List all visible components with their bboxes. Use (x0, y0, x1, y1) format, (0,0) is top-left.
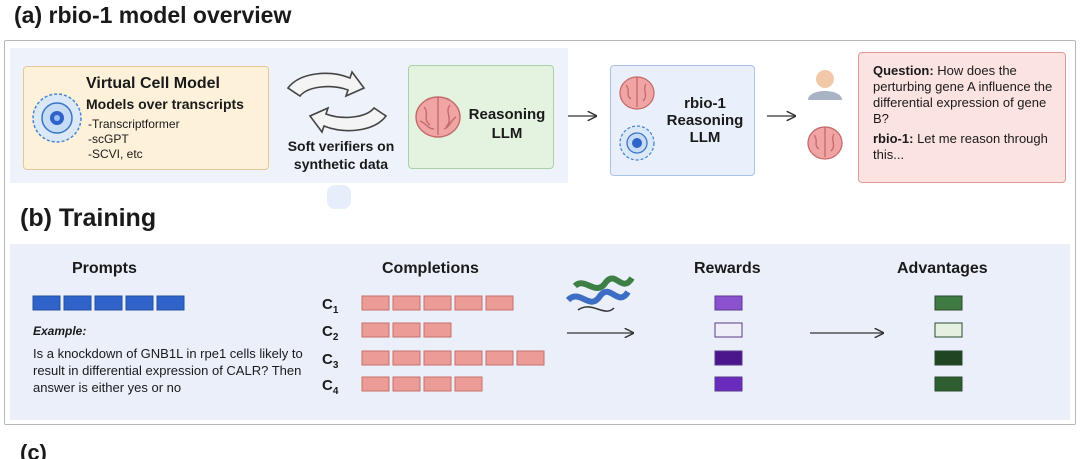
completion-token (423, 350, 452, 366)
cell-icon (32, 93, 82, 143)
prompt-token (32, 295, 61, 311)
question-label: Question: (873, 63, 934, 78)
reasoning-llm-label: Reasoning LLM (468, 106, 546, 142)
completion-label-4: C4 (322, 377, 339, 397)
prompts-heading: Prompts (72, 260, 137, 277)
section-c-title: (c) (20, 440, 47, 459)
advantage-blocks (934, 295, 963, 392)
prompt-token (94, 295, 123, 311)
qa-text: Question: How does the perturbing gene A… (873, 63, 1059, 167)
model-item: -Transcriptformer (88, 117, 180, 131)
reward-block (714, 350, 743, 366)
reward-block (714, 376, 743, 392)
completion-token (516, 350, 545, 366)
section-b-title: (b) Training (20, 204, 157, 232)
completion-label-1: C1 (322, 296, 339, 316)
answer-text: Let me reason through this... (873, 131, 1048, 162)
question-text: How does the perturbing gene A influence… (873, 63, 1053, 126)
training-panel (10, 244, 1070, 420)
example-label: Example: (33, 324, 87, 338)
completion-token (423, 376, 452, 392)
completions-heading: Completions (382, 260, 479, 277)
model-item: -SCVI, etc (88, 147, 143, 161)
prompt-token (63, 295, 92, 311)
example-prompt-text: Is a knockdown of GNB1L in rpe1 cells li… (33, 346, 303, 395)
cycle-arrows-icon (286, 70, 388, 134)
completion-token (485, 350, 514, 366)
completion-token (361, 350, 390, 366)
completion-token (361, 322, 390, 338)
completion-token (423, 322, 452, 338)
completion-label-2: C2 (322, 323, 339, 343)
completion-token (392, 350, 421, 366)
advantage-block (934, 376, 963, 392)
reward-blocks (714, 295, 743, 392)
virtual-cell-model-title: Virtual Cell Model (86, 75, 220, 92)
connector-shadow (327, 185, 351, 209)
reward-block (714, 295, 743, 311)
advantages-heading: Advantages (897, 260, 988, 277)
completion-token (454, 295, 483, 311)
completion-token (485, 295, 514, 311)
user-icon (808, 70, 842, 100)
protein-icon (565, 275, 635, 312)
completion-token-rows (361, 295, 545, 392)
prompt-token-row (32, 295, 185, 311)
section-a-title: (a) rbio-1 model overview (14, 2, 292, 28)
completion-token (392, 322, 421, 338)
rewards-heading: Rewards (694, 260, 761, 277)
virtual-cell-model-subtitle: Models over transcripts (86, 96, 244, 112)
rbio-model-label: rbio-1 Reasoning LLM (666, 95, 744, 146)
completion-label-3: C3 (322, 351, 339, 371)
completion-token (423, 295, 452, 311)
prompt-token (125, 295, 154, 311)
completion-token (454, 376, 483, 392)
completion-token (454, 350, 483, 366)
prompt-token (156, 295, 185, 311)
cell-icon (619, 125, 655, 161)
completion-token (361, 295, 390, 311)
brain-icon (619, 76, 655, 110)
reward-block (714, 322, 743, 338)
advantage-block (934, 322, 963, 338)
model-item: -scGPT (88, 132, 129, 146)
completion-token (361, 376, 390, 392)
figure-frame (4, 40, 1076, 425)
answer-label: rbio-1: (873, 131, 914, 146)
advantage-block (934, 295, 963, 311)
brain-icon (807, 126, 843, 160)
soft-verifiers-label: Soft verifiers on synthetic data (287, 138, 395, 172)
completion-token (392, 295, 421, 311)
advantage-block (934, 350, 963, 366)
completion-token (392, 376, 421, 392)
qa-bubble (858, 52, 1066, 183)
brain-icon (415, 96, 461, 138)
